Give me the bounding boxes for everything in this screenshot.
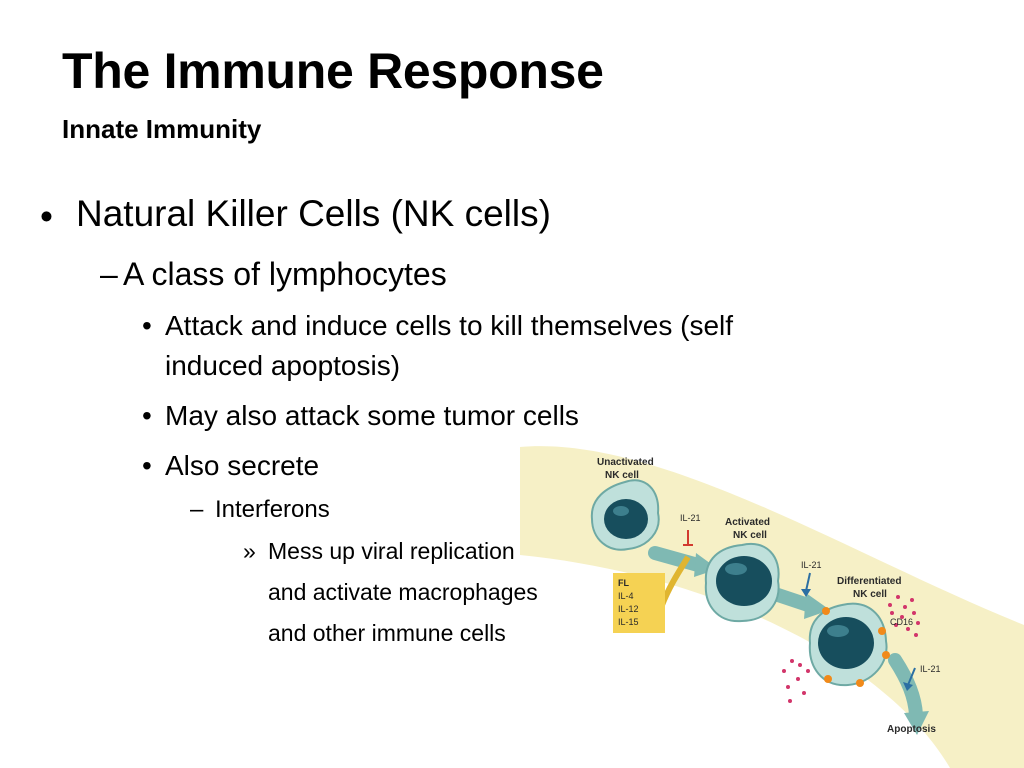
flow-arrow bbox=[648, 546, 705, 572]
label-unactivated-2: NK cell bbox=[605, 470, 639, 481]
bullet-l3-text: May also attack some tumor cells bbox=[165, 400, 579, 431]
il21-arrow bbox=[907, 667, 916, 686]
bullet-l5-text-cont: and other immune cells bbox=[268, 620, 506, 646]
bullet-marker: • bbox=[142, 450, 152, 481]
cytokine-label: IL-4 bbox=[618, 591, 634, 601]
il21-arrow bbox=[805, 572, 811, 592]
bullet-marker: • bbox=[40, 196, 53, 237]
label-il21: IL-21 bbox=[920, 664, 941, 674]
cytokine-label: IL-12 bbox=[618, 604, 639, 614]
flow-arrow-head bbox=[804, 593, 830, 619]
nk-cell-figure: Unactivated NK cell Activated NK cell Di… bbox=[520, 435, 1024, 768]
bullet-l3-text: Attack and induce cells to kill themselv… bbox=[165, 310, 734, 341]
label-il21: IL-21 bbox=[680, 513, 701, 523]
bullet-marker: • bbox=[142, 400, 152, 431]
dash-marker: – bbox=[100, 256, 118, 292]
bullet-l5-text-cont: and activate macrophages bbox=[268, 579, 538, 605]
bullet-l4-text: Interferons bbox=[215, 496, 330, 523]
label-cd16: CD16 bbox=[890, 617, 913, 627]
bullet-l5-text: Mess up viral replication bbox=[268, 538, 515, 564]
dash-marker: – bbox=[190, 496, 204, 523]
label-differentiated: Differentiated bbox=[837, 576, 901, 587]
cytokine-label: IL-15 bbox=[618, 617, 639, 627]
bullet-l3-text: Also secrete bbox=[165, 450, 320, 481]
cytokine-label: FL bbox=[618, 578, 629, 588]
unactivated-cell bbox=[590, 479, 660, 551]
flow-arrow bbox=[771, 588, 815, 612]
slide-subtitle: Innate Immunity bbox=[62, 114, 262, 144]
label-unactivated: Unactivated bbox=[597, 457, 654, 468]
cytokine-box bbox=[613, 573, 665, 633]
bullet-l2-text: A class of lymphocytes bbox=[123, 256, 447, 292]
label-il21: IL-21 bbox=[801, 560, 822, 570]
bullet-marker: • bbox=[142, 310, 152, 341]
label-apoptosis: Apoptosis bbox=[887, 724, 936, 735]
label-activated: Activated bbox=[725, 517, 770, 528]
label-differentiated-2: NK cell bbox=[853, 589, 887, 600]
chevron-marker: » bbox=[243, 538, 256, 564]
secreted-granules bbox=[782, 595, 920, 703]
flow-arrow bbox=[888, 653, 923, 722]
differentiated-cell bbox=[808, 602, 890, 687]
bullet-l3-text-cont: induced apoptosis) bbox=[165, 350, 401, 381]
bullet-l1-text: Natural Killer Cells (NK cells) bbox=[76, 193, 551, 234]
label-activated-2: NK cell bbox=[733, 530, 767, 541]
slide-title: The Immune Response bbox=[62, 43, 604, 99]
flow-arrow-head bbox=[904, 711, 929, 735]
activated-cell bbox=[704, 542, 780, 623]
